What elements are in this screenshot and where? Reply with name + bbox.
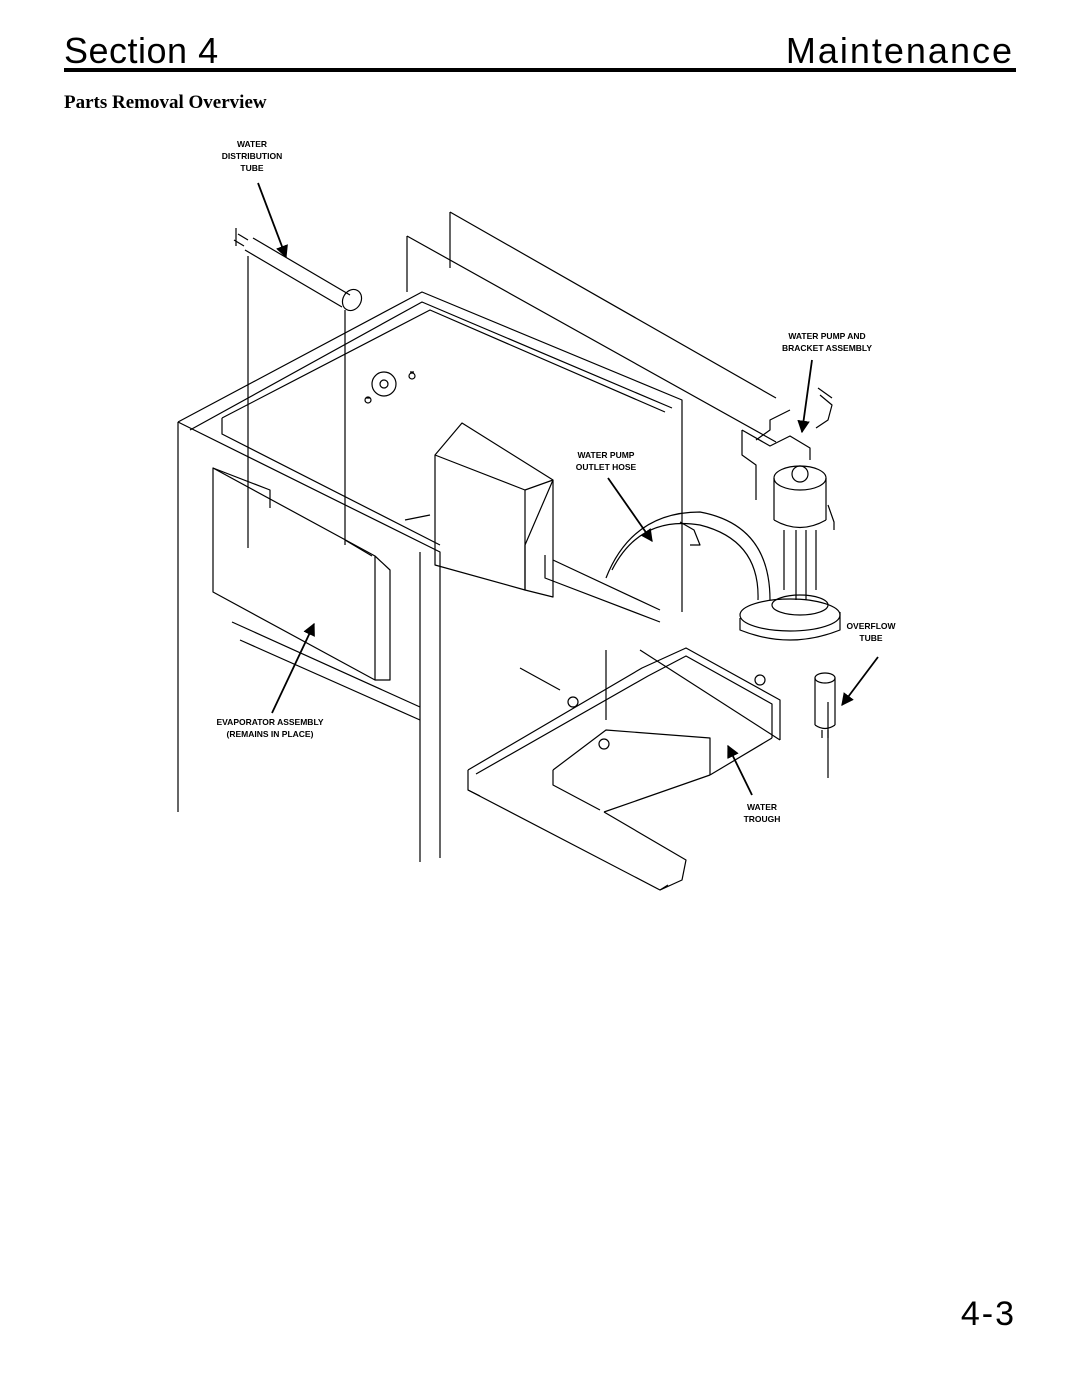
label-evaporator-assembly: EVAPORATOR ASSEMBLY (REMAINS IN PLACE) [216, 717, 324, 739]
arrow-evaporator-assembly [271, 622, 315, 714]
water-pump-outlet-hose [605, 511, 771, 601]
label-water-trough: WATER TROUGH [743, 802, 781, 824]
section-heading: Section 4 [64, 30, 219, 71]
water-distribution-tube-drawing [233, 228, 363, 548]
page-number: 4-3 [960, 1295, 1016, 1333]
water-pump-assembly [739, 387, 841, 641]
header-divider [64, 68, 1016, 72]
arrow-water-pump-bracket [797, 359, 813, 434]
distributor-cap [364, 371, 416, 404]
page-subheading: Parts Removal Overview [64, 92, 267, 113]
evaporator-assembly [212, 467, 391, 681]
cabinet-outline [177, 211, 777, 862]
label-water-pump-outlet-hose: WATER PUMP OUTLET HOSE [575, 450, 637, 472]
water-trough-drawing [467, 647, 829, 891]
label-water-distribution-tube: WATER DISTRIBUTION TUBE [221, 139, 283, 173]
arrow-overflow-tube [841, 656, 879, 707]
arrow-water-distribution-tube [257, 182, 288, 259]
arrow-water-pump-outlet-hose [607, 477, 653, 543]
label-overflow-tube: OVERFLOW TUBE [846, 621, 896, 643]
overflow-tube-drawing [814, 672, 836, 738]
section-title: Maintenance [785, 30, 1014, 71]
arrow-water-trough [727, 744, 753, 796]
dispense-housing [404, 422, 661, 623]
label-water-pump-bracket-assembly: WATER PUMP AND BRACKET ASSEMBLY [781, 331, 873, 353]
